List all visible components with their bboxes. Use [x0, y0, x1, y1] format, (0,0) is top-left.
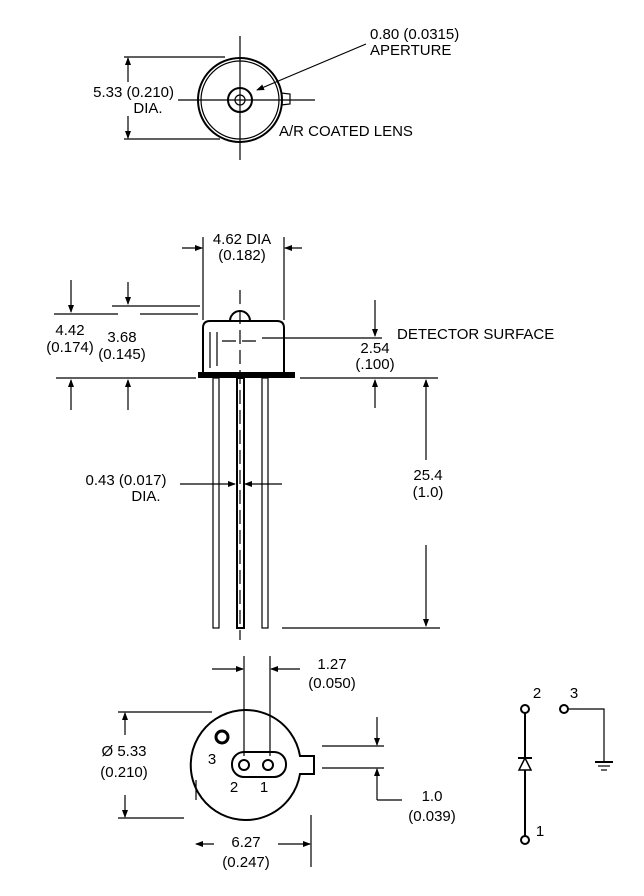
pin-3-case [214, 729, 230, 745]
terminal-3 [559, 704, 569, 714]
schematic-label-3: 3 [570, 685, 578, 702]
aperture-leader [256, 43, 367, 91]
cap-height: 3.68 [107, 329, 136, 346]
pin-label-3: 3 [208, 751, 216, 768]
diameter-suffix: DIA. [133, 100, 162, 117]
lead-3 [261, 377, 269, 629]
cap-diameter-in: (0.182) [218, 247, 266, 264]
tab-width: 1.0 [422, 788, 443, 805]
schematic-label-2: 2 [533, 685, 541, 702]
detector-depth-in: (.100) [355, 356, 394, 373]
aperture-label: APERTURE [370, 42, 451, 59]
pin-spacing-in: (0.050) [308, 675, 356, 692]
lens-label: A/R COATED LENS [279, 123, 413, 140]
header-flange [198, 372, 295, 378]
overall-width: 6.27 [231, 834, 260, 851]
orientation-tab [280, 92, 291, 106]
schematic-label-1: 1 [536, 823, 544, 840]
photodiode-icon [517, 756, 533, 771]
overall-height-in: (0.174) [46, 339, 94, 356]
header-diameter: Ø 5.33 [101, 743, 146, 760]
header-diameter-in: (0.210) [100, 764, 148, 781]
pin-1-hole [262, 759, 274, 771]
header-outline [189, 709, 315, 821]
lead-length-in: (1.0) [413, 484, 444, 501]
lead-1 [212, 377, 220, 629]
cap-diameter: 4.62 DIA [213, 231, 271, 248]
pin-insulator [231, 751, 287, 778]
bottom-view: 3 2 1 1.27 (0.050) Ø 5.33 (0.210) 1.0 (0… [100, 656, 456, 871]
detector-label: DETECTOR SURFACE [397, 326, 554, 343]
pin-label-2: 2 [230, 779, 238, 796]
pin-2-hole [238, 759, 250, 771]
overall-height: 4.42 [55, 322, 84, 339]
tab-width-in: (0.039) [408, 808, 456, 825]
detector-depth: 2.54 [360, 340, 389, 357]
can-body [202, 320, 285, 372]
lead-diameter-suffix: DIA. [131, 488, 160, 505]
schematic: 2 3 1 [517, 685, 613, 845]
terminal-2 [520, 704, 530, 714]
pin-spacing: 1.27 [317, 656, 346, 673]
terminal-1 [520, 835, 530, 845]
cap-height-in: (0.145) [98, 346, 146, 363]
aperture-value: 0.80 (0.0315) [370, 26, 459, 43]
wire [568, 708, 605, 762]
top-view: 5.33 (0.210) DIA. 0.80 (0.0315) APERTURE… [93, 26, 459, 160]
overall-width-in: (0.247) [222, 854, 270, 871]
diameter-label: 5.33 (0.210) [93, 84, 174, 101]
lead-length: 25.4 [413, 467, 442, 484]
pin-label-1: 1 [260, 779, 268, 796]
side-view: 4.62 DIA (0.182) 4.42 (0.174) 3.68 (0.14… [46, 231, 554, 640]
lead-diameter: 0.43 (0.017) [86, 472, 167, 489]
